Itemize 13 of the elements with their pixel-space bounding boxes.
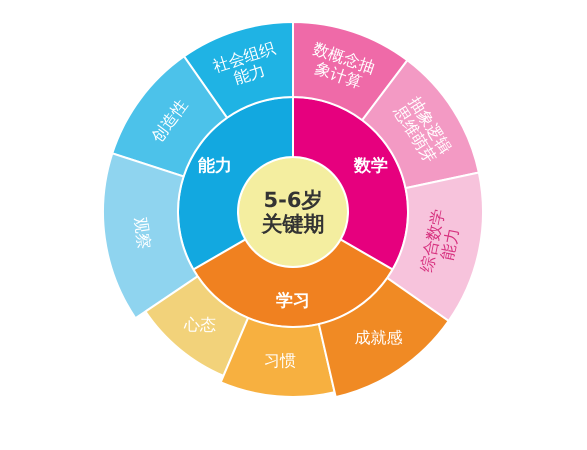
segment-label: 观察: [130, 215, 156, 252]
segment-label: 数概念抽象计算: [310, 38, 379, 94]
segment-label: 心态: [182, 316, 217, 334]
segment-label: 抽象逻辑思维萌芽: [388, 92, 456, 169]
segment-label: 能力: [197, 157, 234, 177]
segment-label: 成就感: [353, 329, 404, 348]
segment-label: 学习: [275, 292, 311, 312]
center-label: 5-6岁关键期: [261, 188, 325, 236]
segment-label: 社会组织能力: [210, 38, 279, 90]
segment-label: 数学: [352, 157, 389, 177]
segment-label: 综合数学能力: [417, 206, 464, 276]
segment-label: 创造性: [146, 95, 193, 148]
segment-label: 习惯: [262, 352, 297, 371]
